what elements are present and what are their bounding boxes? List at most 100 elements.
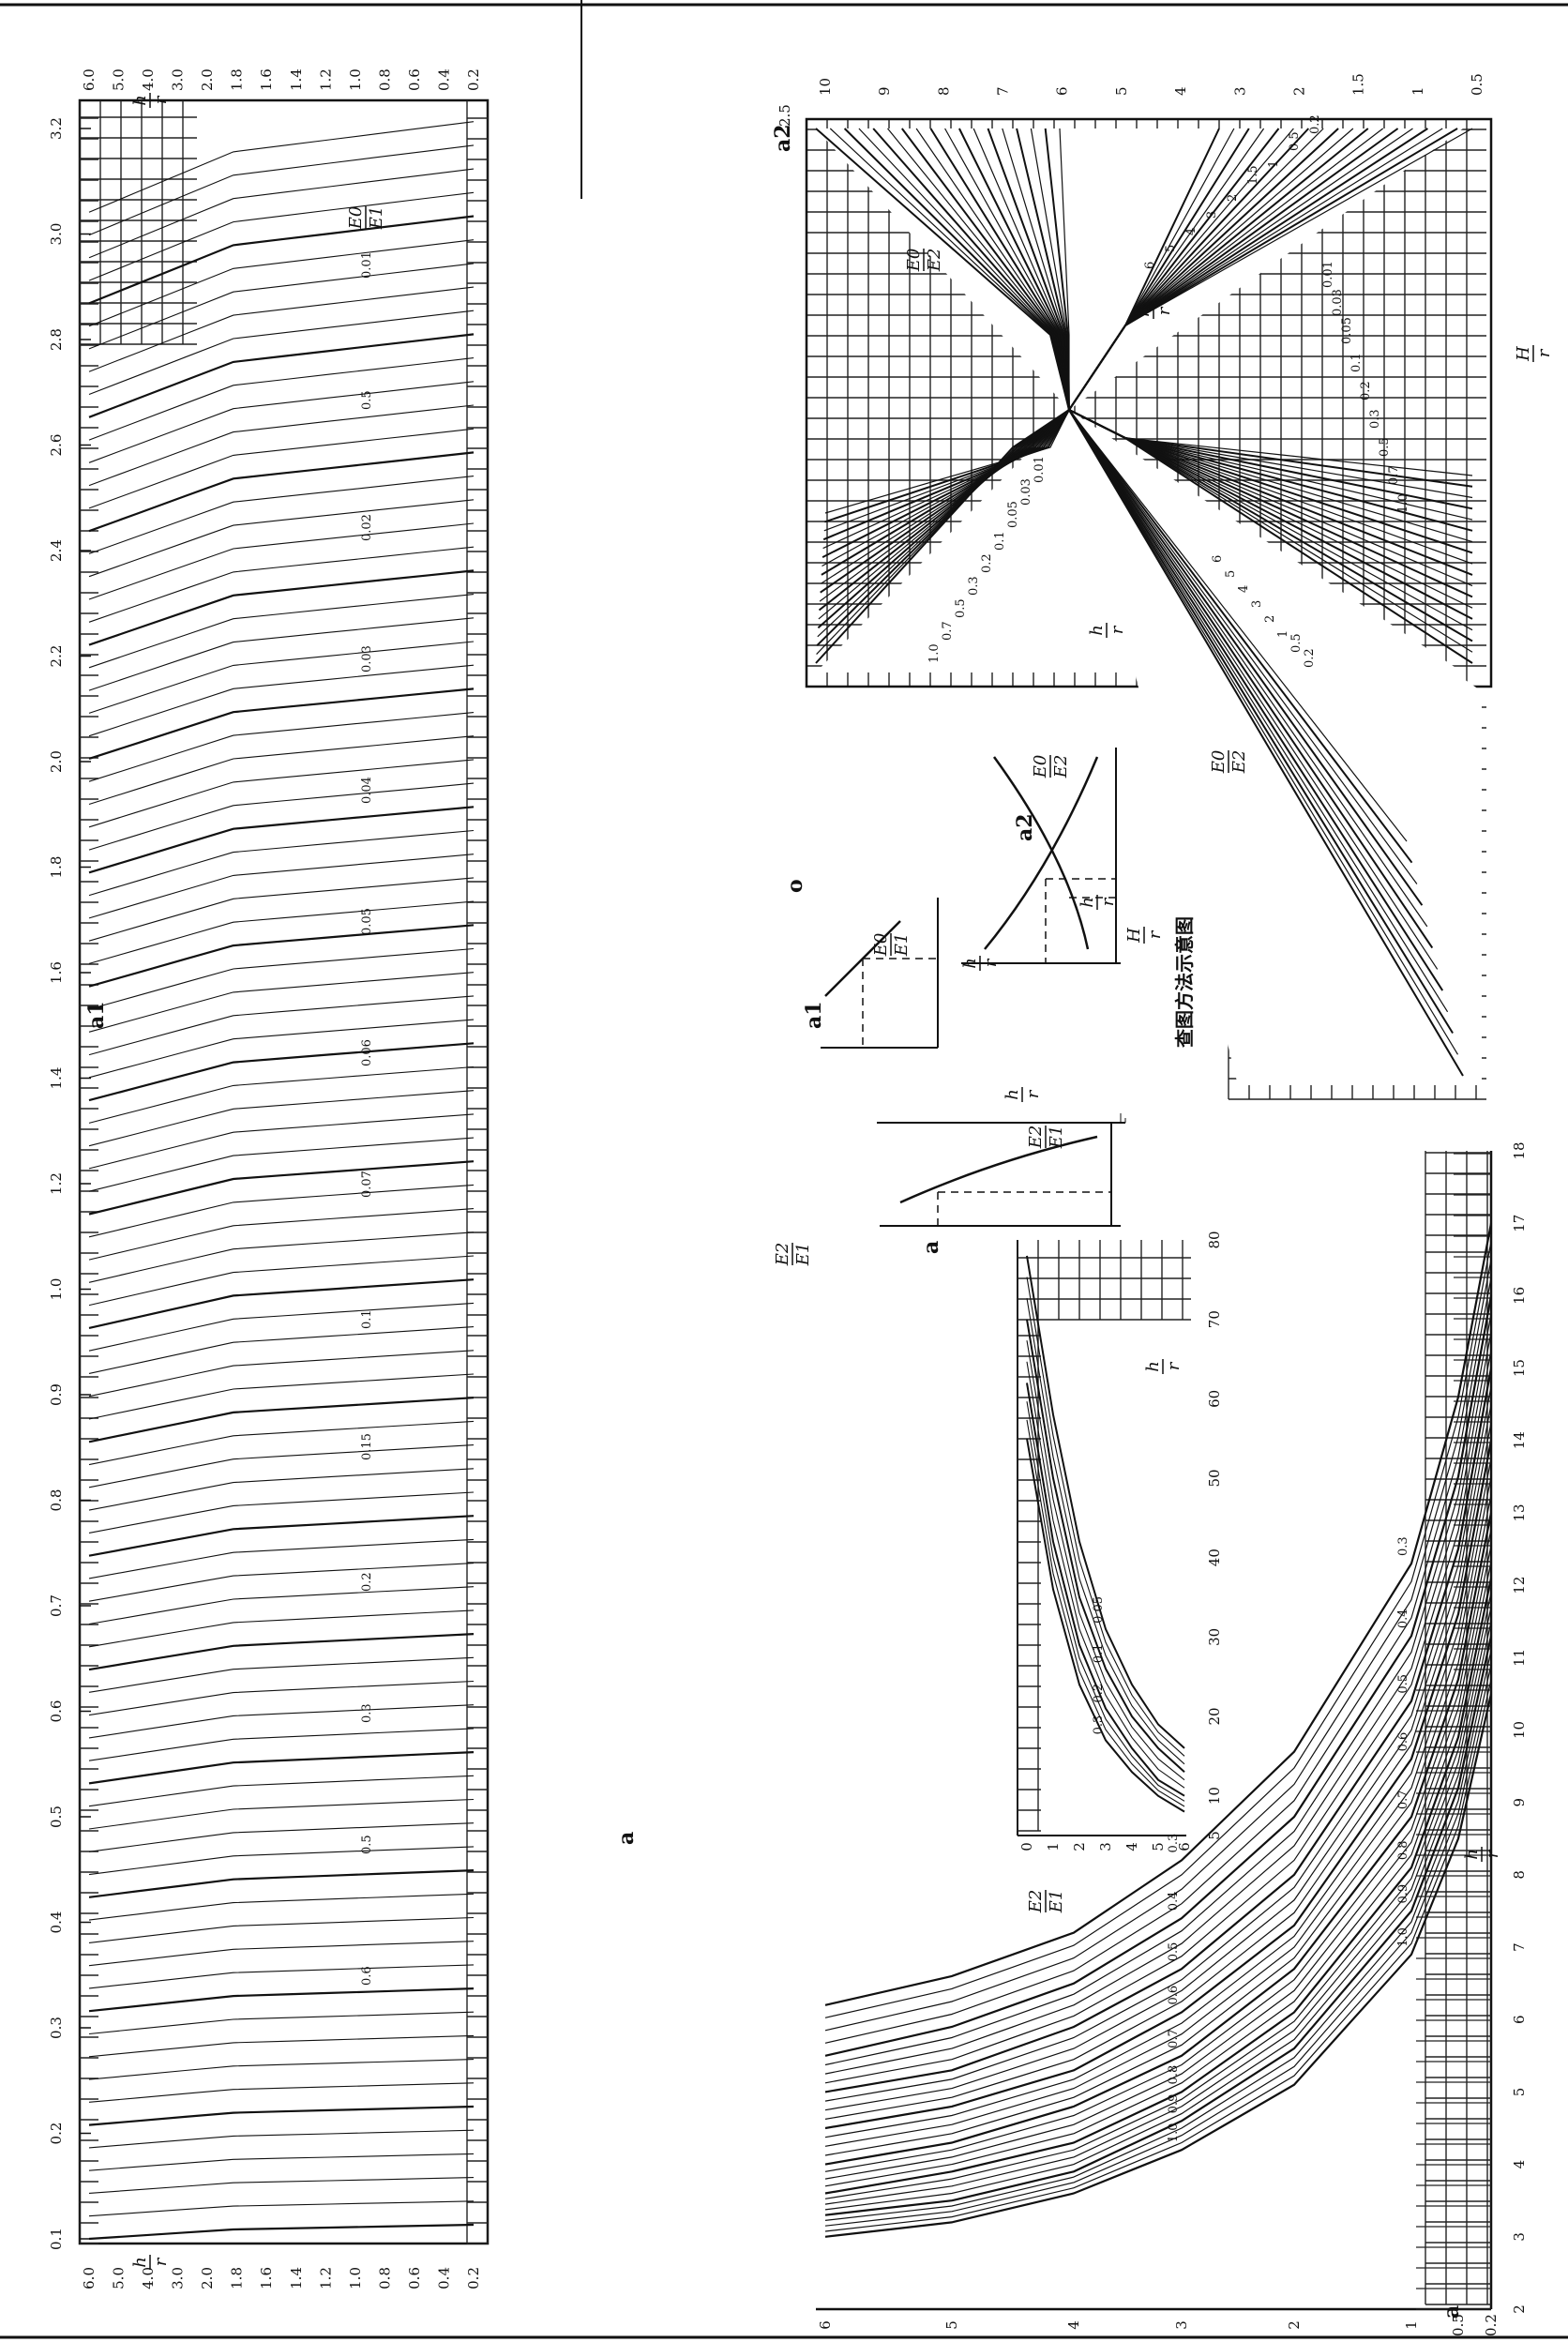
chart1-y-tick: 3 bbox=[1511, 2232, 1528, 2242]
diag-p2-e0-e1-den: E1 bbox=[892, 933, 912, 958]
chart2-series-label-0.1: 0.1 bbox=[1092, 1644, 1106, 1664]
chart3-curve bbox=[88, 1065, 475, 1124]
chart4-curve-long bbox=[1068, 409, 1424, 906]
chart3-curve bbox=[88, 1941, 475, 1967]
chart3-y-tick: 1.8 bbox=[48, 856, 65, 879]
diag-p2-e0-e1: E0 E1 bbox=[871, 933, 912, 958]
chart3-curve bbox=[88, 2011, 475, 2035]
chart4-label-ul: 0.2 bbox=[980, 553, 994, 573]
chart3-curve bbox=[88, 2223, 475, 2241]
chart2-param-label: E2 E1 bbox=[773, 1243, 813, 1267]
chart4-hr-upper-den: r bbox=[1154, 306, 1174, 315]
chart2-x-tick: 6 bbox=[1176, 1842, 1193, 1851]
chart4-x-tick: 9 bbox=[876, 86, 893, 96]
chart3-y-tick: 3.0 bbox=[48, 223, 65, 246]
chart1-param-num: E2 bbox=[1026, 1890, 1046, 1914]
chart3-curve bbox=[88, 1326, 475, 1374]
chart4-curve-ul bbox=[824, 409, 1070, 523]
chart1-minor-curve bbox=[824, 1607, 1492, 2205]
chart1-y-tick: 13 bbox=[1511, 1503, 1528, 1521]
diag-p1-e2-e1-num: E2 bbox=[1026, 1126, 1046, 1150]
chart3-curve-label: 0.5 bbox=[360, 1835, 374, 1854]
chart4-label-ll: 0.2 bbox=[1303, 648, 1317, 668]
chart3-curve bbox=[88, 1019, 475, 1079]
chart4-label-ur: 6 bbox=[1143, 262, 1157, 269]
chart4-curve-long bbox=[1068, 409, 1444, 991]
chart3-curve bbox=[88, 712, 475, 782]
chart3-curve bbox=[88, 2153, 475, 2171]
chart1-series-label-mid-0.8: 0.8 bbox=[1167, 2065, 1181, 2085]
chart3-curve bbox=[88, 900, 475, 964]
chart1-minor-curve bbox=[824, 1331, 1492, 2075]
chart1-minor-curve bbox=[824, 1476, 1492, 2147]
chart3-curve bbox=[88, 1893, 475, 1921]
chart4-curve-long bbox=[1068, 409, 1413, 864]
chart3-y-tick: 2.0 bbox=[48, 750, 65, 773]
chart3-curve bbox=[88, 1846, 475, 1876]
chart3-right-tick: 2.0 bbox=[199, 68, 216, 91]
chart2-x-tick: 0 bbox=[1018, 1842, 1035, 1851]
chart1-x-tick: 1 bbox=[1403, 2320, 1420, 2330]
chart3-param-num: E0 bbox=[346, 206, 366, 231]
chart1-grid bbox=[816, 1151, 1493, 2311]
chart4-curve-ul bbox=[822, 409, 1070, 541]
chart3-curve bbox=[88, 1302, 475, 1352]
chart1-minor-curve bbox=[824, 1313, 1492, 2066]
chart3-curve bbox=[88, 1231, 475, 1283]
chart3-curve bbox=[88, 310, 475, 396]
chart3-curve bbox=[88, 428, 475, 509]
chart1-series-labels: 0.30.30.40.40.50.50.60.60.70.70.80.80.90… bbox=[1167, 1536, 1410, 2142]
chart3-curve bbox=[88, 995, 475, 1056]
chart3-y-tick: 0.3 bbox=[48, 2017, 65, 2039]
chart4-x-tick: 4 bbox=[1172, 86, 1189, 96]
chart1-y-tick: 17 bbox=[1511, 1215, 1528, 1232]
chart1-x-tick: 0.5 bbox=[1450, 2314, 1467, 2336]
chart1-minor-curve bbox=[824, 1679, 1492, 2232]
chart3-curve bbox=[88, 191, 475, 281]
chart1-minor-curve bbox=[824, 1350, 1492, 2084]
chart3-curve bbox=[88, 641, 475, 714]
diag-label-a: a bbox=[919, 1241, 943, 1254]
chart2-y-tick: 10 bbox=[1206, 1787, 1223, 1805]
chart3-curve bbox=[88, 829, 475, 897]
chart4-curve-lr bbox=[1068, 128, 1473, 411]
chart4-hr-lower-num: h bbox=[1087, 625, 1107, 636]
chart4-label-ul: 0.05 bbox=[1006, 501, 1020, 528]
chart1-y-tick: 7 bbox=[1511, 1942, 1528, 1952]
chart1-series-label-mid-0.5: 0.5 bbox=[1167, 1942, 1181, 1962]
chart3-curve bbox=[88, 1113, 475, 1170]
chart1-y-tick: 12 bbox=[1511, 1577, 1528, 1594]
chart3-curve bbox=[88, 2200, 475, 2217]
diag-p1-h-r: h r bbox=[1003, 1087, 1043, 1102]
chart3-left-tick: 5.0 bbox=[111, 2267, 128, 2289]
chart4-curve-long bbox=[1068, 409, 1449, 1013]
chart4-y-top-label: 2.5 bbox=[776, 104, 793, 127]
chart2-y-tick: 5 bbox=[1206, 1831, 1223, 1840]
chart3-curve bbox=[88, 1609, 475, 1648]
chart3-left-tick: 1.6 bbox=[258, 2267, 275, 2289]
chart1-y-tick: 6 bbox=[1511, 2015, 1528, 2024]
chart4-x-tick: 2 bbox=[1290, 86, 1307, 96]
chart3-param-label: E0 E1 bbox=[346, 206, 386, 231]
chart4-y-label: a2 bbox=[771, 124, 795, 152]
diag-label-o: o bbox=[783, 879, 807, 893]
chart3-curve bbox=[88, 782, 475, 851]
chart4-label-ll: 5 bbox=[1224, 570, 1238, 578]
chart3-curve-labels: 0.010.50.020.030.040.050.060.070.10.150.… bbox=[360, 251, 374, 1986]
chart3-right-tick: 1.6 bbox=[258, 68, 275, 91]
chart4-label-lr: 0.01 bbox=[1321, 261, 1335, 288]
chart4-label-ur: 4 bbox=[1184, 228, 1199, 235]
chart4-param-upper: E0 E2 bbox=[904, 249, 944, 273]
chart1-minor-curve bbox=[824, 1621, 1492, 2211]
chart3-left-tick: 1.0 bbox=[347, 2267, 364, 2289]
diag-p3-h-r-num: h bbox=[1078, 897, 1097, 908]
chart3-curve-label: 0.15 bbox=[360, 1433, 374, 1460]
chart2-series-label-0.3: 0.3 bbox=[1092, 1715, 1106, 1735]
chart2-x-label: h r bbox=[1143, 1359, 1184, 1374]
